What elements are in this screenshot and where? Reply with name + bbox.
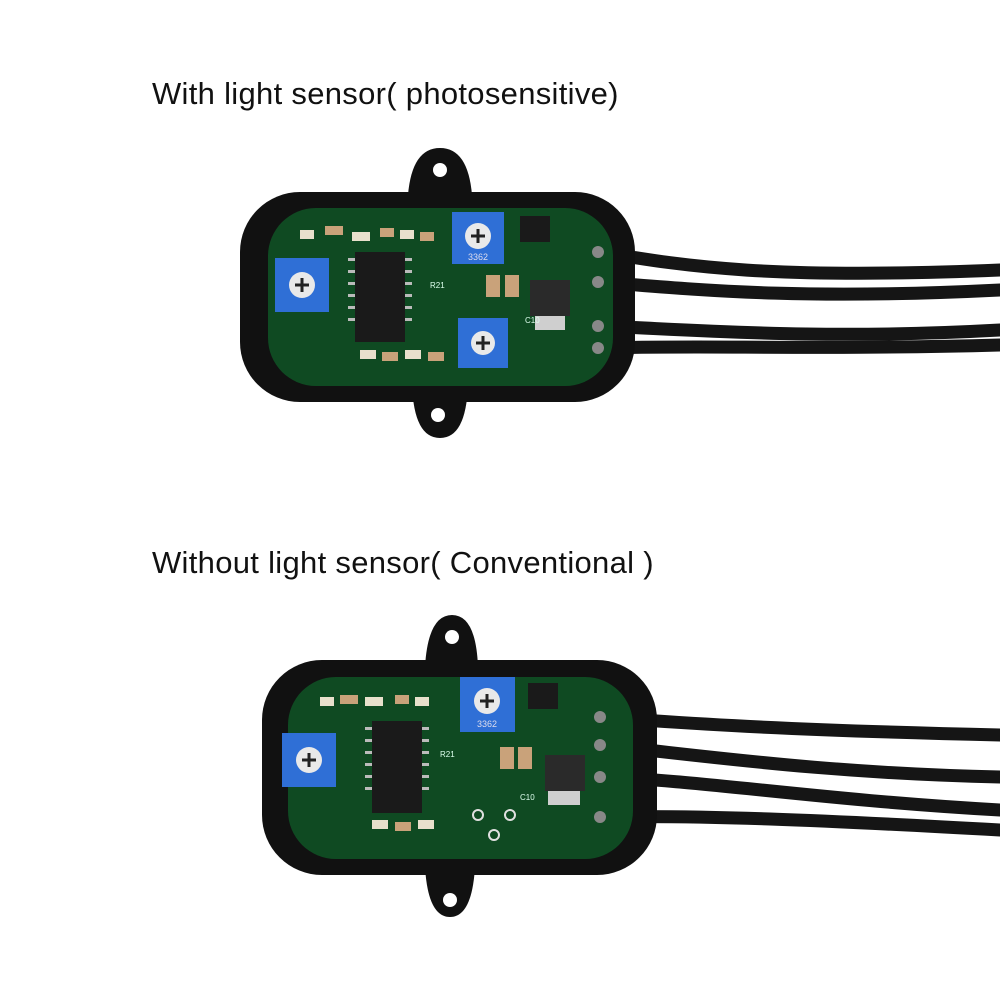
potentiometer-bottom xyxy=(458,318,508,368)
circuit-board xyxy=(268,208,613,386)
pot-code-label: 3362 xyxy=(468,252,488,262)
potentiometer-left xyxy=(282,733,336,787)
cable-bundle xyxy=(593,245,1000,355)
controller-photo-without-sensor: 3362 R21 C10 xyxy=(0,605,1000,935)
cable-bundle xyxy=(593,710,1000,837)
r21-label: R21 xyxy=(430,281,445,290)
smd-components xyxy=(300,216,570,361)
mounting-tab-top xyxy=(425,615,478,667)
mounting-tab-top xyxy=(408,148,472,195)
controller-photo-with-sensor: 3362 R21 C10 xyxy=(0,140,1000,450)
ic-chip xyxy=(372,721,422,813)
caption-with-light-sensor: With light sensor( photosensitive) xyxy=(152,76,619,111)
caption-without-light-sensor: Without light sensor( Conventional ) xyxy=(152,545,654,580)
potentiometer-top: 3362 xyxy=(460,677,515,732)
c10-label: C10 xyxy=(525,316,540,325)
empty-sensor-footprint xyxy=(472,809,516,841)
pot-code-label: 3362 xyxy=(477,719,497,729)
smd-components xyxy=(320,683,585,831)
c10-label: C10 xyxy=(520,793,535,802)
ic-chip xyxy=(355,252,405,342)
r21-label: R21 xyxy=(440,750,455,759)
potentiometer-left xyxy=(275,258,329,312)
potentiometer-top: 3362 xyxy=(452,212,504,264)
mounting-tab-bottom xyxy=(425,867,475,917)
